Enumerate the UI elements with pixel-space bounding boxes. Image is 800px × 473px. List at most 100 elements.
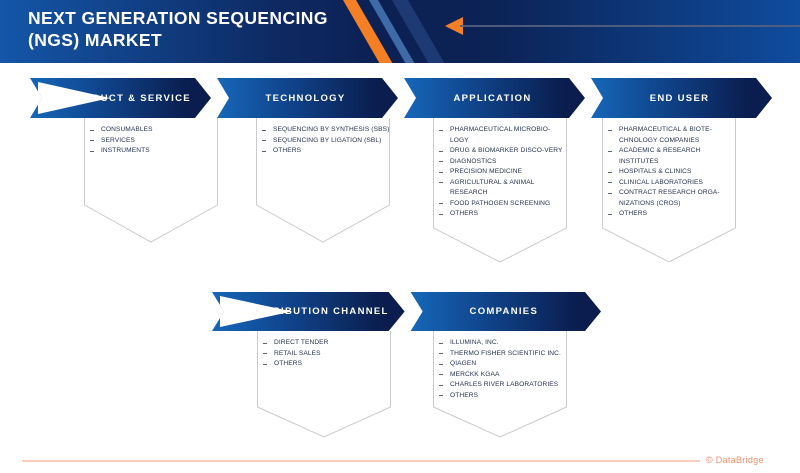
bullet-icon — [90, 129, 94, 131]
pennant-outline — [257, 331, 391, 438]
list-item-label: PRECISION MEDICINE — [450, 168, 523, 175]
list-item: AGRICULTURAL & ANIMAL RESEARCH — [435, 178, 567, 199]
page-title: NEXT GENERATION SEQUENCING (NGS) MARKET — [28, 8, 328, 51]
bullet-icon — [90, 150, 94, 152]
page-title-line1: NEXT GENERATION SEQUENCING — [28, 8, 328, 28]
bullet-icon — [263, 353, 267, 355]
list-item: OTHERS — [435, 391, 567, 402]
list-item: OTHERS — [259, 359, 391, 370]
list-item: DIRECT TENDER — [259, 338, 391, 349]
banner-application: APPLICATION — [404, 78, 585, 118]
bullet-icon — [608, 182, 612, 184]
pennant-companies: ILLUMINA, INC. THERMO FISHER SCIENTIFIC I… — [433, 331, 567, 438]
list-item: MERCKK KGAA — [435, 370, 567, 381]
list-item-label: OTHERS — [619, 210, 648, 217]
list-item-label: DIRECT TENDER — [274, 339, 329, 346]
bullet-icon — [262, 150, 266, 152]
bullet-icon — [439, 342, 443, 344]
list-item-label: DIAGNOSTICS — [450, 157, 497, 165]
list-item-label: OTHERS — [274, 360, 303, 367]
bullet-icon — [262, 129, 266, 131]
list-item-label: MERCKK KGAA — [450, 370, 500, 378]
segment-list-technology: SEQUENCING BY SYNTHESIS (SBS) SEQUENCING … — [256, 118, 390, 157]
banner-label: DISTRIBUTION CHANNEL — [246, 306, 389, 317]
list-item-label: ACADEMIC & RESEARCH INSTITUTES — [619, 147, 701, 165]
list-item: SEQUENCING BY SYNTHESIS (SBS) — [258, 125, 390, 136]
list-item-label: ILLUMINA, INC. — [450, 339, 499, 346]
pennant-outline — [84, 118, 218, 243]
list-item: CHARLES RIVER LABORATORIES — [435, 380, 567, 391]
list-item-label: OTHERS — [450, 210, 479, 217]
bullet-icon — [439, 161, 443, 163]
list-item-label: CONTRACT RESEARCH ORGA-NIZATIONS (CROS) — [619, 189, 720, 207]
bullet-icon — [263, 342, 267, 344]
bullet-icon — [90, 140, 94, 142]
pennant-outline — [602, 118, 736, 263]
list-item: CLINICAL LABORATORIES — [604, 178, 736, 189]
bullet-icon — [439, 203, 443, 205]
banner-label: COMPANIES — [469, 306, 539, 317]
list-item: SERVICES — [86, 136, 218, 147]
list-item-label: SEQUENCING BY LIGATION (SBL) — [273, 136, 382, 144]
bullet-icon — [439, 171, 443, 173]
list-item-label: QIAGEN — [450, 360, 477, 367]
banner-product-service: PRODUCT & SERVICE — [30, 78, 211, 118]
list-item-label: PHARMACEUTICAL & BIOTE-CHNOLOGY COMPANIE… — [619, 126, 712, 144]
bullet-icon — [608, 171, 612, 173]
list-item-label: THERMO FISHER SCIENTIFIC INC. — [450, 349, 561, 357]
list-item: ILLUMINA, INC. — [435, 338, 567, 349]
banner-end-user: END USER — [591, 78, 772, 118]
list-item: INSTRUMENTS — [86, 146, 218, 157]
bullet-icon — [439, 213, 443, 215]
list-item-label: SERVICES — [101, 136, 136, 144]
banner-distribution-channel: DISTRIBUTION CHANNEL — [212, 292, 405, 331]
list-item-label: CHARLES RIVER LABORATORIES — [450, 381, 559, 388]
list-item: THERMO FISHER SCIENTIFIC INC. — [435, 349, 567, 360]
bullet-icon — [608, 150, 612, 152]
list-item-label: OTHERS — [273, 147, 302, 154]
list-item: CONTRACT RESEARCH ORGA-NIZATIONS (CROS) — [604, 188, 736, 209]
list-item-label: CONSUMABLES — [101, 126, 153, 133]
pennant-outline — [256, 118, 390, 243]
list-item: SEQUENCING BY LIGATION (SBL) — [258, 136, 390, 147]
segment-list-companies: ILLUMINA, INC. THERMO FISHER SCIENTIFIC I… — [433, 331, 567, 401]
list-item: DIAGNOSTICS — [435, 157, 567, 168]
footer-credit: © DataBridge — [706, 455, 764, 465]
banner-label: PRODUCT & SERVICE — [68, 92, 191, 104]
list-item: CONSUMABLES — [86, 125, 218, 136]
header-banner: NEXT GENERATION SEQUENCING (NGS) MARKET — [0, 0, 800, 63]
pennant-outline — [433, 118, 567, 263]
bullet-icon — [439, 353, 443, 355]
list-item-label: INSTRUMENTS — [101, 147, 150, 154]
bullet-icon — [439, 374, 443, 376]
segment-banner-row-1: PRODUCT & SERVICE TECHNOLOGY APPLICATION… — [30, 78, 772, 118]
list-item-label: SEQUENCING BY SYNTHESIS (SBS) — [273, 126, 390, 133]
list-item: OTHERS — [258, 146, 390, 157]
bullet-icon — [439, 129, 443, 131]
list-item-label: OTHERS — [450, 391, 479, 399]
bullet-icon — [608, 192, 612, 194]
header-rule-line — [460, 25, 800, 27]
bullet-icon — [439, 384, 443, 386]
list-item: HOSPITALS & CLINICS — [604, 167, 736, 178]
banner-label: TECHNOLOGY — [265, 92, 346, 104]
banner-label: APPLICATION — [453, 92, 532, 104]
bullet-icon — [439, 363, 443, 365]
footer-rule-line — [22, 460, 700, 462]
list-item: ACADEMIC & RESEARCH INSTITUTES — [604, 146, 736, 167]
diagonal-stripe-orange — [343, 0, 393, 63]
segment-banner-row-2: DISTRIBUTION CHANNEL COMPANIES — [212, 292, 601, 331]
list-item: PHARMACEUTICAL MICROBIO-LOGY — [435, 125, 567, 146]
list-item: DRUG & BIOMARKER DISCO-VERY — [435, 146, 567, 157]
pennant-outline — [433, 331, 567, 438]
list-item-label: CLINICAL LABORATORIES — [619, 178, 704, 186]
banner-companies: COMPANIES — [411, 292, 601, 331]
list-item-label: DRUG & BIOMARKER DISCO-VERY — [450, 147, 563, 154]
list-item: PRECISION MEDICINE — [435, 167, 567, 178]
list-item: OTHERS — [604, 209, 736, 220]
list-item-label: AGRICULTURAL & ANIMAL RESEARCH — [450, 178, 535, 197]
list-item-label: HOSPITALS & CLINICS — [619, 168, 692, 175]
bullet-icon — [439, 150, 443, 152]
